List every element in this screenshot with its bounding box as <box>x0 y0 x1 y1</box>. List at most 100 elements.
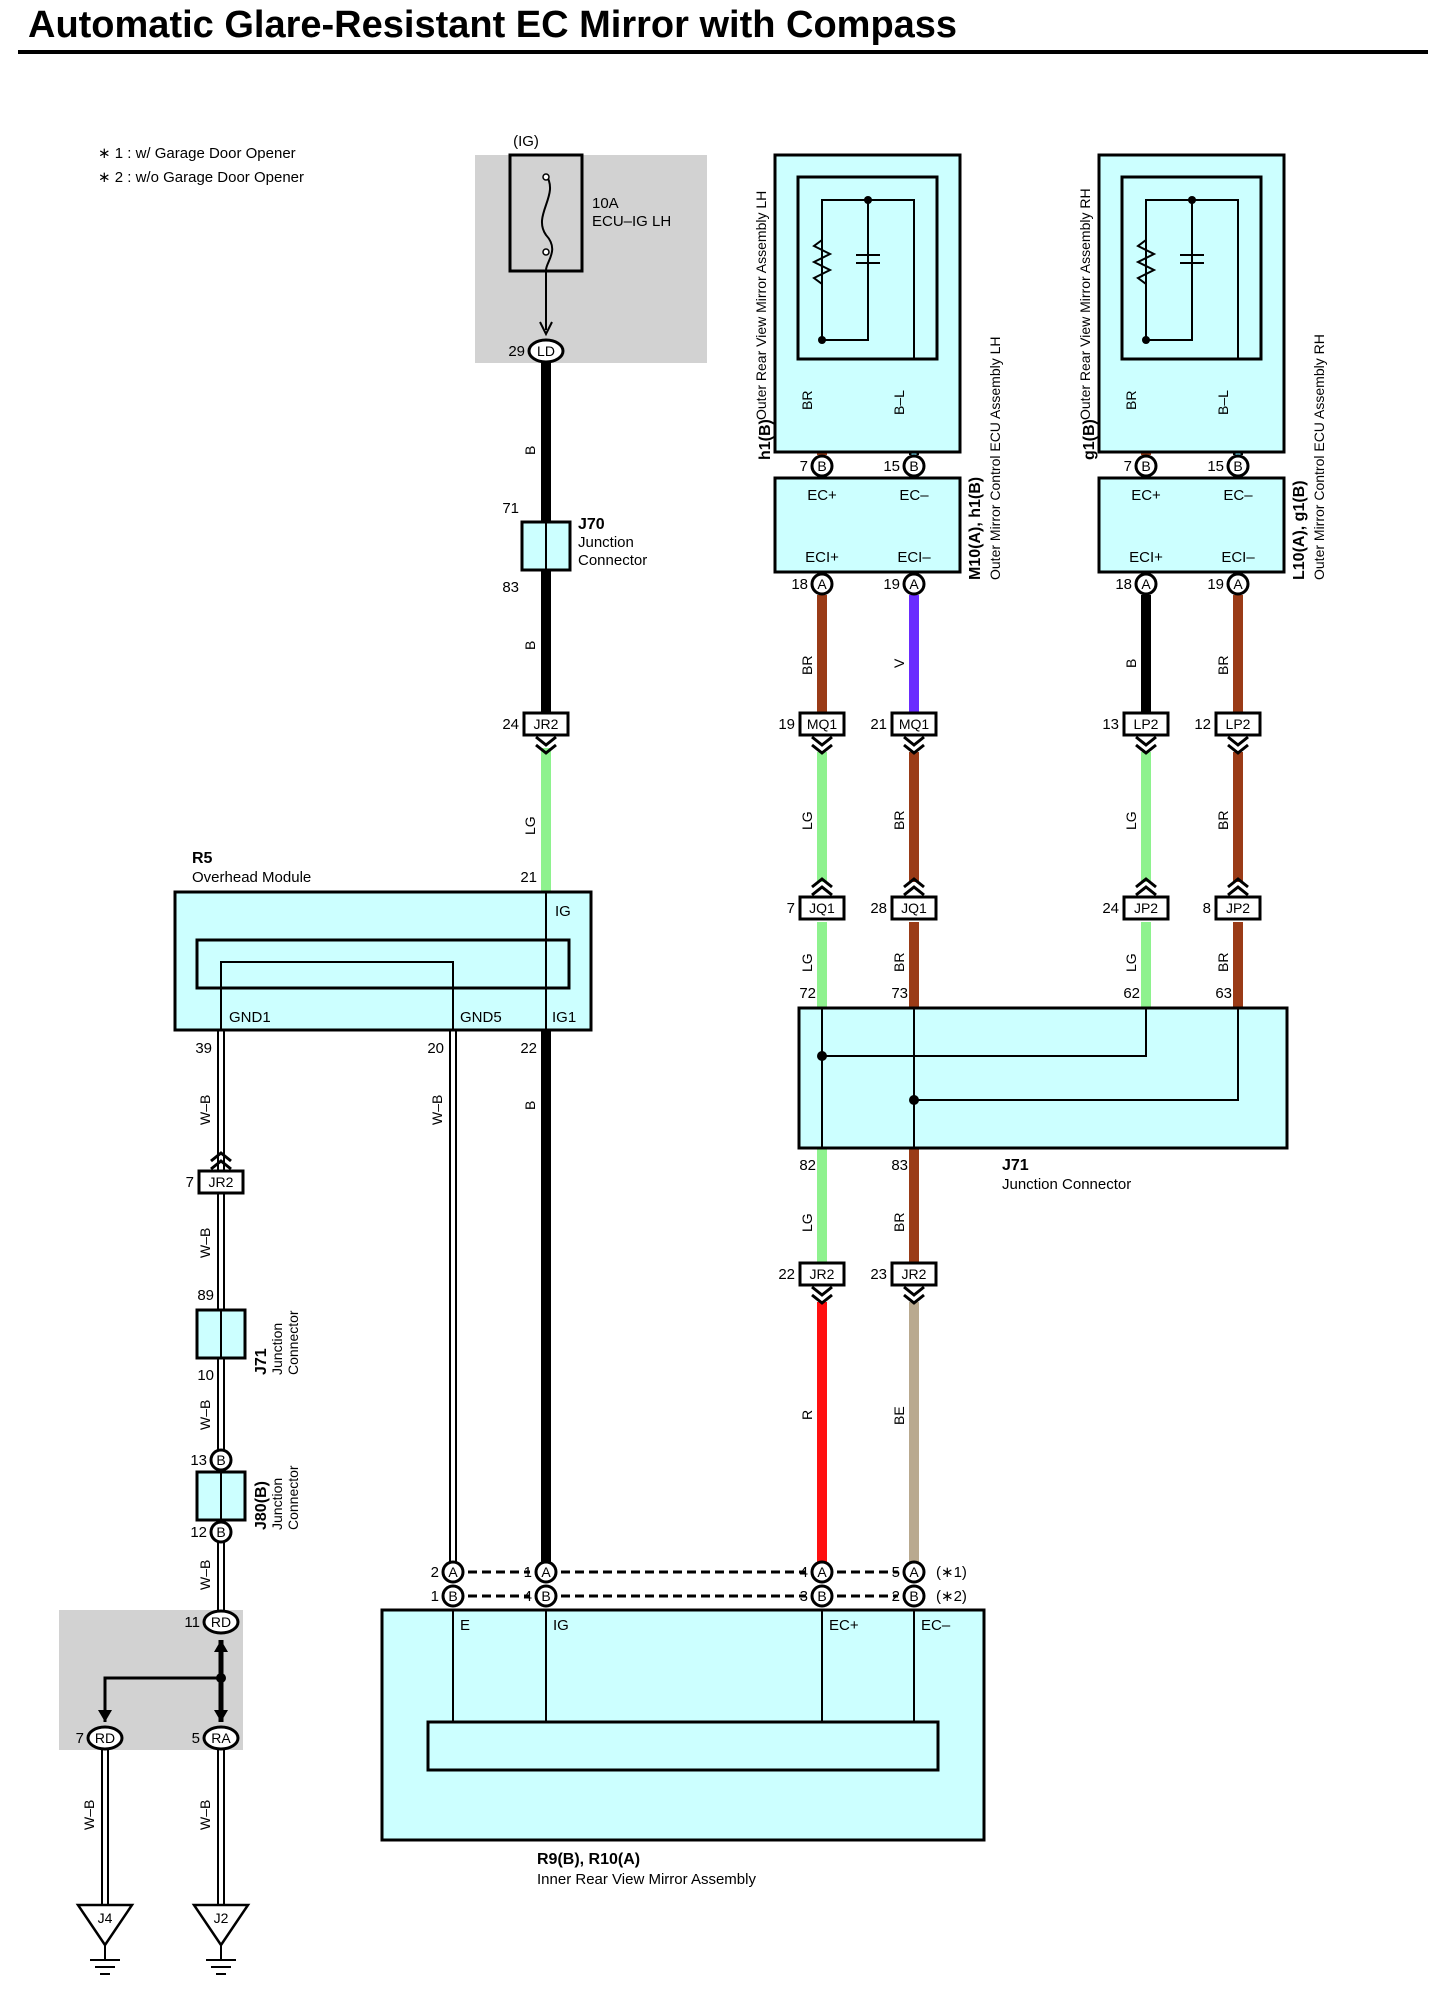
pin-m10-19-number: 19 <box>883 576 900 593</box>
pin-j80-13-letter: B <box>216 1452 225 1468</box>
pin-ld-29-code: LD <box>537 343 555 359</box>
note-garage-door-opener: ∗ 1 : w/ Garage Door Opener <box>98 145 296 162</box>
connector-jq1-7 <box>798 895 846 921</box>
pin-l10-19-number: 19 <box>1207 576 1224 593</box>
j71-left-name-line-1: Junction <box>269 1323 285 1375</box>
j71-right-name: Junction Connector <box>1002 1176 1131 1193</box>
connector-jr2-22-number: 22 <box>778 1266 795 1283</box>
wire-label-lg: LG <box>522 816 538 835</box>
fuse-terminal-top-icon <box>542 173 550 181</box>
ecu-rh-name: Outer Mirror Control ECU Assembly RH <box>1311 334 1327 580</box>
connector-lp2-12-number: 12 <box>1194 716 1211 733</box>
ecu-lh-terminal-ec-minus: EC– <box>899 487 929 504</box>
inner-mirror-terminal-e: E <box>460 1617 470 1634</box>
connector-jr2-22 <box>798 1261 846 1287</box>
connector-lp2-13-code: LP2 <box>1134 716 1159 732</box>
fuse-terminal-bottom-icon <box>542 248 550 256</box>
fuse-block: (IG) 10A ECU–IG LH <box>475 133 707 363</box>
pin-r9-b-3 <box>902 1584 926 1608</box>
pin-ld-29 <box>527 338 565 364</box>
wire-label-lg: LG <box>1123 811 1139 830</box>
pin-g1-7-number: 7 <box>1124 458 1132 475</box>
connector-jr2-23-chevron-icon <box>903 1285 925 1297</box>
wire-label-lg: LG <box>1123 953 1139 972</box>
ecu-rh-terminal-ec-plus: EC+ <box>1131 487 1161 504</box>
j71-right-box <box>797 1006 1289 1150</box>
connector-jr2-24-code: JR2 <box>534 716 559 732</box>
connector-jr2-22-code: JR2 <box>810 1266 835 1282</box>
connector-mq1-21 <box>890 711 938 737</box>
ecu-rh-terminal-eci-minus: ECI– <box>1221 549 1255 566</box>
j70-pin-in: 71 <box>502 500 519 517</box>
pin-l10-18-letter: A <box>1141 576 1151 592</box>
j80-name-line-2: Connector <box>285 1465 301 1530</box>
connector-jp2-8-chevron-icon <box>1227 885 1249 897</box>
wire-label-wb: W–B <box>429 1095 445 1125</box>
ecu-lh-terminal-ec-plus: EC+ <box>807 487 837 504</box>
r5-internal <box>220 892 547 1030</box>
pin-r9-b-2-number: 3 <box>800 1588 808 1605</box>
pin-r10-a-0-number: 2 <box>431 1564 439 1581</box>
j71-left-code: J71 <box>253 1348 270 1375</box>
connector-jr2-23-chevron-icon <box>903 1293 925 1305</box>
page-title: Automatic Glare-Resistant EC Mirror with… <box>28 4 958 46</box>
j80-code: J80(B) <box>253 1481 270 1530</box>
j80-name-line-1: Junction <box>269 1478 285 1530</box>
connector-jq1-7-chevron-icon <box>811 877 833 889</box>
rd-internal-branch <box>103 1676 221 1722</box>
connector-mq1-19-number: 19 <box>778 716 795 733</box>
connector-jp2-8-number: 8 <box>1203 900 1211 917</box>
junction-dot-icon <box>1142 336 1150 344</box>
j71-right-pin-83: 83 <box>891 1157 908 1174</box>
middle-wire-labels: LG BR LG BR LG BR LG BR LG BR R BE <box>799 811 1231 1425</box>
connector-lp2-12-chevron-icon <box>1227 735 1249 747</box>
junction-dot-icon <box>818 336 826 344</box>
ecu-rh-wire-br-label: BR <box>1215 656 1231 675</box>
j71-left-name-line-2: Connector <box>285 1310 301 1375</box>
arrow-down-icon <box>98 1710 112 1722</box>
r5-overhead-module: R5 Overhead Module IG GND1 GND5 IG1 21 3… <box>173 850 593 1125</box>
pin-h1-15 <box>902 454 926 478</box>
pin-l10-19 <box>1226 572 1250 596</box>
connector-jr2-7 <box>197 1169 245 1195</box>
connector-mq1-21-code: MQ1 <box>899 716 930 732</box>
wire-label-be: BE <box>891 1406 907 1425</box>
left-ground-chain: W–B W–B W–B 89 10 J71 Junction Connector… <box>195 1228 301 1590</box>
fuse-rating: 10A <box>592 195 619 212</box>
pin-r10-a-1-number: 1 <box>524 1564 532 1581</box>
connector-jr2-7-chevron-icon <box>210 1151 232 1163</box>
pin-g1-7-letter: B <box>1141 458 1150 474</box>
connector-jq1-28-number: 28 <box>870 900 887 917</box>
j70-name-line-2: Connector <box>578 552 647 569</box>
connector-mq1-19-chevron-icon <box>811 743 833 755</box>
pin-r9-b-1-number: 4 <box>524 1588 532 1605</box>
connector-jr2-24-chevron-icon <box>535 743 557 755</box>
pin-rd-11-number: 11 <box>184 1614 200 1631</box>
connector-jq1-7-number: 7 <box>787 900 795 917</box>
r5-pin-22: 22 <box>520 1040 537 1057</box>
pin-r10-a-3-number: 5 <box>892 1564 900 1581</box>
pin-h1-7-number: 7 <box>800 458 808 475</box>
connector-jr2-22-chevron-icon <box>811 1293 833 1305</box>
connector-jq1-28-chevron-icon <box>903 885 925 897</box>
pin-ld-29-number: 29 <box>508 343 525 360</box>
connector-jp2-24-chevron-icon <box>1135 877 1157 889</box>
junction-dot-icon <box>817 1051 827 1061</box>
inner-mirror-name: Inner Rear View Mirror Assembly <box>537 1871 756 1888</box>
note-no-garage-door-opener: ∗ 2 : w/o Garage Door Opener <box>98 169 304 186</box>
pin-ra-5-code: RA <box>211 1730 231 1746</box>
pin-r9-b-0-number: 1 <box>431 1588 439 1605</box>
ecu-lh-wire-br-label: BR <box>799 656 815 675</box>
pin-r10-a-2-letter: A <box>817 1564 827 1580</box>
j70-name-line-1: Junction <box>578 534 634 551</box>
ground-j2-triangle <box>191 1903 251 1948</box>
pin-rd-7-code: RD <box>95 1730 115 1746</box>
connector-mq1-19-code: MQ1 <box>807 716 838 732</box>
pin-j80-12 <box>209 1520 233 1544</box>
ground-j4-label: J4 <box>98 1910 113 1926</box>
connector-jp2-24-code: JP2 <box>1134 900 1158 916</box>
connector-mq1-19 <box>798 711 846 737</box>
pin-r10-a-3-letter: A <box>909 1564 919 1580</box>
